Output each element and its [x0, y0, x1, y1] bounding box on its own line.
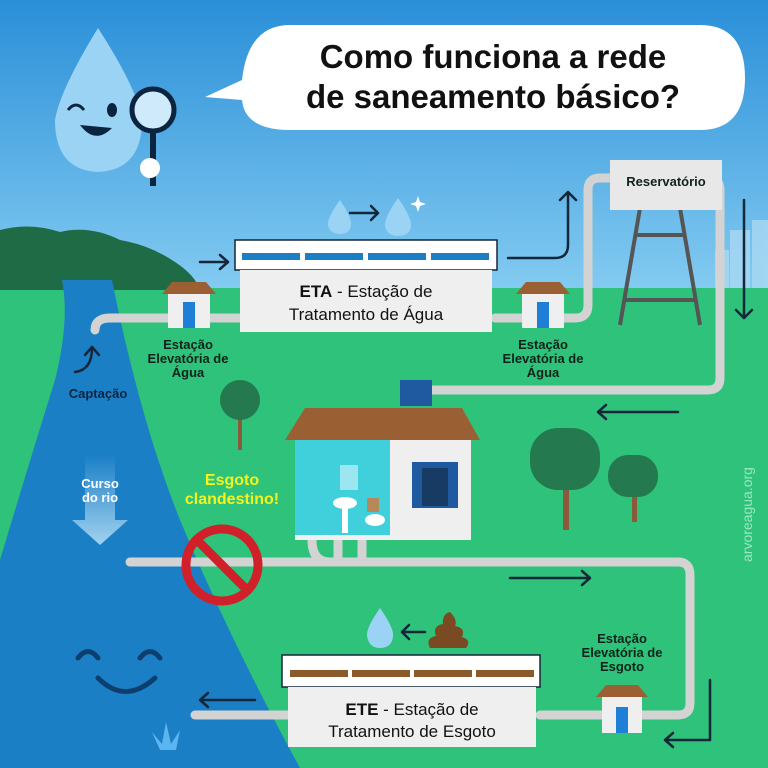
elev-sewage-2: Elevatória de	[582, 645, 663, 660]
elev-left-1: Estação	[163, 337, 213, 352]
droplets-eta	[327, 196, 426, 236]
elev-right-1: Estação	[518, 337, 568, 352]
elev-sewage-3: Esgoto	[600, 659, 644, 674]
watermark: arvoreagua.org	[739, 467, 755, 562]
elev-sewage-1: Estação	[597, 631, 647, 646]
pumping-station-sewage	[596, 685, 648, 733]
captacao-label: Captação	[69, 386, 128, 401]
reservoir-label: Reservatório	[626, 174, 706, 189]
speech-bubble	[205, 25, 745, 130]
clean-droplet-icon	[366, 608, 394, 648]
prohibited-icon	[181, 524, 263, 606]
river	[0, 280, 300, 768]
ete-building	[281, 654, 541, 747]
trees	[220, 380, 658, 530]
eta-label-line2: Tratamento de Água	[289, 305, 444, 324]
title-line-1: Como funciona a rede	[320, 38, 667, 75]
sparkle-icon	[410, 196, 426, 212]
water-splash	[152, 722, 180, 750]
pumping-station-left	[162, 282, 216, 328]
ete-label: ETE - Estação de	[345, 700, 478, 719]
elev-left-2: Elevatória de	[148, 351, 229, 366]
ete-label-line2: Tratamento de Esgoto	[328, 722, 496, 741]
title-line-2: de saneamento básico?	[306, 78, 680, 115]
elev-right-3: Água	[527, 365, 560, 380]
clandestine-label-1: Esgoto	[205, 472, 259, 489]
reservoir-tank	[610, 160, 722, 210]
river-course-1: Curso	[81, 476, 119, 491]
pumping-station-right	[516, 282, 570, 328]
droplet-mascot	[55, 28, 177, 186]
hills	[0, 226, 200, 290]
poop-icon	[428, 612, 469, 648]
elev-right-2: Elevatória de	[503, 351, 584, 366]
river-flow-arrow	[72, 455, 128, 545]
house	[285, 380, 480, 540]
eta-label: ETA - Estação de	[300, 282, 433, 301]
river-face	[75, 649, 163, 694]
flow-arrows	[73, 190, 754, 749]
sewage-pipe	[307, 535, 695, 720]
river-course-2: do rio	[82, 490, 118, 505]
eta-building	[234, 239, 498, 332]
water-tower	[618, 207, 702, 326]
clandestine-label-2: clandestino!	[185, 491, 279, 508]
elev-left-3: Água	[172, 365, 205, 380]
water-pipe-intake	[90, 313, 250, 335]
magnifier-icon	[129, 86, 177, 134]
